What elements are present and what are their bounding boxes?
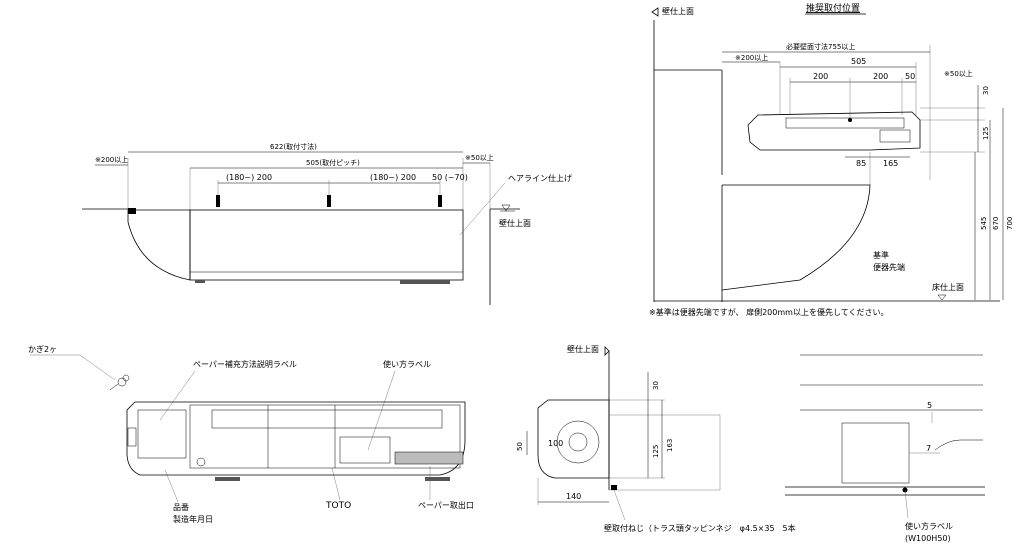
hooks-leader bbox=[79, 354, 116, 381]
dim-50-side-label: 50 bbox=[516, 442, 524, 451]
swing-door bbox=[127, 209, 191, 281]
dim-200-over-label: ※200以上 bbox=[735, 53, 768, 62]
brand-label: TOTO bbox=[325, 501, 351, 511]
foot bbox=[195, 280, 205, 283]
wall-face-marker bbox=[651, 7, 659, 17]
dim-7-label: 7 bbox=[926, 444, 931, 453]
part-leader bbox=[164, 469, 179, 503]
dim-5-label: 5 bbox=[927, 401, 932, 410]
dim-85-label: 85 bbox=[856, 159, 866, 168]
total-width-label: 622(取付寸法) bbox=[270, 142, 317, 151]
wall-face-marker-3 bbox=[604, 346, 610, 356]
front-detail-view: かぎ2ヶ ペーパー補充方法説明ラベル 使い方ラベル 品番 製造年月日 TOTO … bbox=[28, 344, 474, 524]
dim-505-label: 505 bbox=[851, 57, 866, 66]
paper-outlet-area bbox=[394, 451, 464, 465]
dim-200a-label: 200 bbox=[813, 72, 828, 81]
usage-label-size: (W100H50) bbox=[905, 534, 951, 543]
dispenser-body-detail bbox=[126, 401, 466, 476]
usage-label-leader bbox=[367, 370, 396, 451]
usage-label-area bbox=[841, 422, 910, 484]
hairline-label: ヘアライン仕上げ bbox=[508, 173, 572, 183]
curve-edge bbox=[934, 439, 983, 451]
dim-50-over-label: ※50以上 bbox=[944, 69, 973, 78]
dim-180-200-a: (180~) 200 bbox=[226, 173, 272, 182]
inner-frame bbox=[189, 404, 461, 469]
usage-label-text: 使い方ラベル bbox=[383, 359, 431, 369]
reference-label: 基準 bbox=[873, 250, 889, 260]
dim-140-label: 140 bbox=[566, 492, 581, 501]
dim-700-label: 700 bbox=[1006, 217, 1014, 230]
wall-face-label-top: 壁仕上面 bbox=[662, 6, 694, 16]
dispenser-plan bbox=[747, 111, 921, 151]
pin-head-3 bbox=[438, 195, 442, 207]
paper-label-text: ペーパー補充方法説明ラベル bbox=[193, 359, 297, 369]
dim-100-label: 100 bbox=[548, 439, 563, 448]
usage-leader bbox=[904, 489, 909, 519]
key-icon bbox=[109, 374, 130, 391]
brand-leader bbox=[331, 467, 341, 501]
dim-755-label: 必要壁面寸法755以上 bbox=[786, 42, 855, 51]
toilet-tip-label: 便器先端 bbox=[873, 262, 905, 272]
dim-30-label: 30 bbox=[982, 86, 990, 95]
dim-180-200-b: (180~) 200 bbox=[370, 173, 416, 182]
hinge-detail bbox=[127, 427, 137, 447]
screw-side bbox=[611, 485, 617, 490]
screw-leader bbox=[613, 489, 626, 521]
over50-front-label: ※50以上 bbox=[465, 153, 494, 162]
paper-roll-core bbox=[568, 432, 588, 452]
dispenser-outlet bbox=[879, 129, 911, 143]
pin-head-2 bbox=[327, 195, 331, 207]
dim-545-label: 545 bbox=[980, 217, 988, 230]
dim-200b-label: 200 bbox=[873, 72, 888, 81]
dim-50-70: 50 (~70) bbox=[432, 173, 468, 182]
paper-label-leader bbox=[159, 370, 196, 421]
upper-slot bbox=[211, 409, 443, 429]
foot-left bbox=[215, 477, 240, 481]
floor-marker bbox=[937, 294, 947, 301]
pitch-label: 505(取付ピッチ) bbox=[306, 158, 360, 167]
side-view: 壁仕上面 100 50 30 125 163 140 壁取付ねじ（トラス頭タッピ… bbox=[516, 344, 796, 533]
usage-label-box bbox=[339, 436, 391, 464]
dim-125-side-label: 125 bbox=[652, 445, 660, 458]
part-number-label: 品番 bbox=[173, 502, 189, 512]
note-text: ※基準は便器先端ですが、 扉側200mm以上を優先してください。 bbox=[649, 307, 888, 317]
wall-face-label-front: 壁仕上面 bbox=[499, 218, 531, 228]
dispenser-slot bbox=[785, 117, 905, 129]
hinge bbox=[128, 208, 136, 214]
wall-face-marker-2 bbox=[501, 204, 511, 212]
dim-670-label: 670 bbox=[992, 217, 1000, 230]
recommended-position-view: 壁仕上面 推奨取付位置 必要壁面寸法755以上 ※200以上 505 200 2… bbox=[649, 2, 1014, 317]
front-elevation-view: ※200以上 622(取付寸法) 505(取付ピッチ) ※50以上 (180~)… bbox=[82, 142, 572, 305]
wall-face-label-side: 壁仕上面 bbox=[567, 344, 599, 354]
floor-face-label: 床仕上面 bbox=[932, 282, 964, 292]
dim-163-label: 163 bbox=[666, 439, 674, 452]
paper-outlet-label: ペーパー取出口 bbox=[418, 500, 474, 510]
dim-165-label: 165 bbox=[883, 159, 898, 168]
paper-instruction-label bbox=[137, 409, 187, 459]
screw-mark bbox=[848, 118, 852, 122]
hairline-leader bbox=[459, 182, 506, 236]
dim-125-label: 125 bbox=[982, 127, 990, 140]
paper-exit-front bbox=[400, 280, 450, 284]
pin-head-1 bbox=[216, 195, 220, 207]
label-position-view: 5 7 使い方ラベル (W100H50) bbox=[785, 354, 985, 543]
foot-right bbox=[425, 477, 450, 481]
screws-label: 壁取付ねじ（トラス頭タッピンネジ φ4.5×35 5本 bbox=[604, 523, 796, 533]
recommended-position-title: 推奨取付位置 bbox=[806, 2, 860, 14]
mfg-date-label: 製造年月日 bbox=[173, 514, 213, 524]
paper-roll-outer bbox=[556, 420, 600, 464]
dim-50-label: 50 bbox=[905, 72, 915, 81]
usage-label-bottom: 使い方ラベル bbox=[905, 521, 953, 531]
toilet-outline bbox=[721, 184, 871, 291]
hooks-label: かぎ2ヶ bbox=[28, 344, 57, 354]
dispenser-body-front bbox=[189, 209, 464, 281]
over200-left-label: ※200以上 bbox=[95, 155, 128, 164]
dim-30-side-label: 30 bbox=[652, 381, 660, 390]
side-body bbox=[537, 399, 610, 479]
lock-hole bbox=[196, 457, 206, 467]
